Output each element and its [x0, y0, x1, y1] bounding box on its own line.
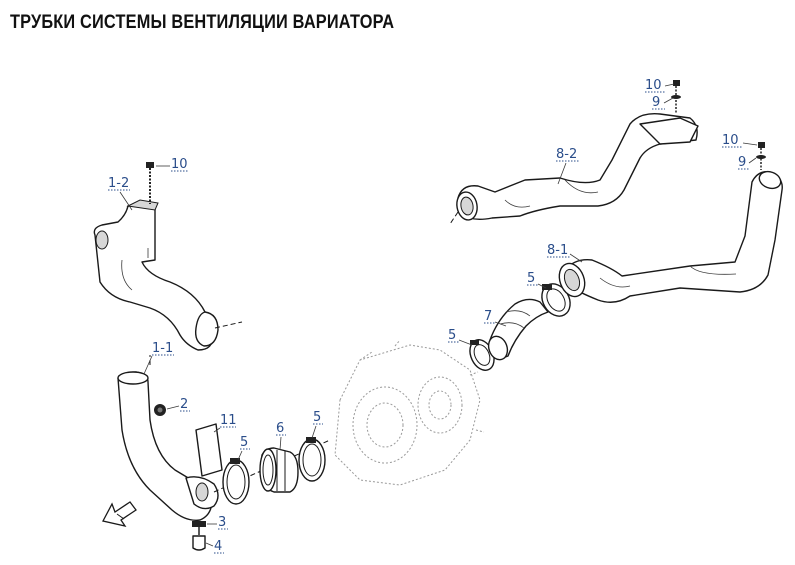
callout-label-7: 7: [484, 309, 492, 324]
callout-label-5-lower-left: 5: [240, 435, 248, 450]
callout-7: 7: [484, 309, 507, 327]
callout-label-6: 6: [276, 421, 284, 436]
callout-label-5-upper-right: 5: [527, 271, 535, 286]
gasket-11: [195, 423, 223, 477]
variator-housing: [334, 339, 485, 486]
callout-label-9-right: 9: [738, 155, 746, 170]
callout-label-10-upper: 10: [645, 78, 662, 93]
callout-5-lower-left: 5: [237, 435, 250, 461]
callout-label-2: 2: [180, 397, 188, 412]
callout-1-2: 1-2: [108, 176, 133, 211]
part-1-1-duct: [117, 371, 219, 521]
callout-label-3: 3: [218, 515, 226, 530]
bolt-10-left: [146, 162, 154, 204]
bolt-10-right: [756, 142, 766, 170]
callout-label-9-upper: 9: [652, 95, 660, 110]
page-title: ТРУБКИ СИСТЕМЫ ВЕНТИЛЯЦИИ ВАРИАТОРА: [10, 12, 395, 33]
callout-label-5-middle: 5: [313, 410, 321, 425]
callout-label-1-1: 1-1: [152, 341, 173, 356]
callout-6: 6: [276, 421, 286, 451]
bolt-10-upper: [671, 80, 681, 114]
callout-5-upper-right: 5: [527, 271, 547, 289]
nut-2: [154, 404, 166, 416]
callout-8-2: 8-2: [556, 147, 580, 185]
clip-3: [192, 521, 206, 535]
callout-4: 4: [205, 539, 224, 554]
callout-10-right: 10: [722, 133, 758, 148]
callout-10-upper: 10: [645, 78, 675, 93]
callout-label-8-2: 8-2: [556, 147, 577, 162]
sleeve-6: [259, 447, 299, 493]
front-arrow-icon: [102, 501, 137, 527]
callout-9-right: 9: [738, 155, 757, 170]
callout-5-middle: 5: [311, 410, 323, 439]
callout-label-1-2: 1-2: [108, 176, 129, 191]
callout-label-5-near-7: 5: [448, 328, 456, 343]
clamp-5-lower-left: [222, 458, 250, 505]
callout-11: 11: [213, 413, 237, 433]
callout-label-11: 11: [220, 413, 237, 428]
callout-8-1: 8-1: [547, 243, 583, 263]
hose-7: [487, 298, 549, 361]
callout-3: 3: [207, 515, 228, 530]
callout-label-8-1: 8-1: [547, 243, 568, 258]
part-1-2-duct: [93, 199, 219, 351]
part-8-1-duct: [558, 170, 783, 303]
callout-2: 2: [166, 397, 190, 412]
callout-1-1: 1-1: [143, 341, 174, 375]
part-8-2-duct: [456, 113, 699, 221]
callout-10-left: 10: [156, 157, 189, 172]
callout-label-10-right: 10: [722, 133, 739, 148]
clamp-5-middle: [298, 437, 326, 482]
plug-4: [192, 535, 206, 551]
callout-9-upper: 9: [652, 95, 674, 110]
callout-label-4: 4: [214, 539, 222, 554]
clamp-5-near-8-1: [541, 283, 571, 317]
callout-5-near-7: 5: [448, 328, 473, 346]
callout-label-10-left: 10: [171, 157, 188, 172]
